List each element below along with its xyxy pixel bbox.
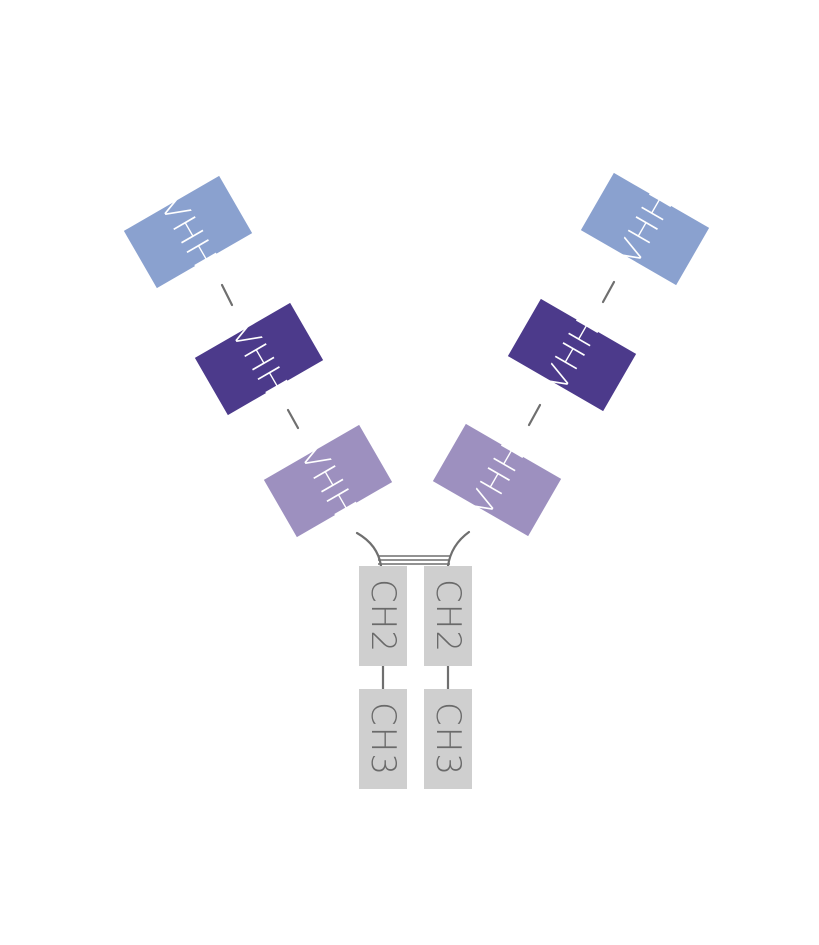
- fc-right-ch3-label: CH3: [428, 702, 468, 776]
- fc-left-ch3: CH3: [359, 689, 407, 789]
- fc-left-ch2-label: CH2: [363, 579, 403, 653]
- fc-left-ch3-label: CH3: [363, 702, 403, 776]
- fc-left-ch2: CH2: [359, 566, 407, 666]
- left-vhh-inner: VHH: [263, 424, 393, 538]
- right-hinge-curve: [446, 530, 471, 568]
- fc-right-ch3: CH3: [424, 689, 472, 789]
- left-linker-middle-inner: [286, 408, 300, 430]
- left-vhh-outer: VHH: [123, 175, 253, 289]
- right-vhh-middle: VHH: [507, 298, 637, 412]
- fc-right-ch2: CH2: [424, 566, 472, 666]
- left-vhh-middle: VHH: [194, 302, 324, 416]
- right-linker-outer-middle: [601, 280, 616, 304]
- fc-right-ch2-label: CH2: [428, 579, 468, 653]
- left-hinge-curve: [355, 531, 383, 568]
- right-vhh-outer: VHH: [580, 172, 710, 286]
- right-linker-middle-inner: [527, 403, 542, 427]
- right-vhh-inner: VHH: [432, 423, 562, 537]
- left-linker-outer-middle: [220, 283, 234, 307]
